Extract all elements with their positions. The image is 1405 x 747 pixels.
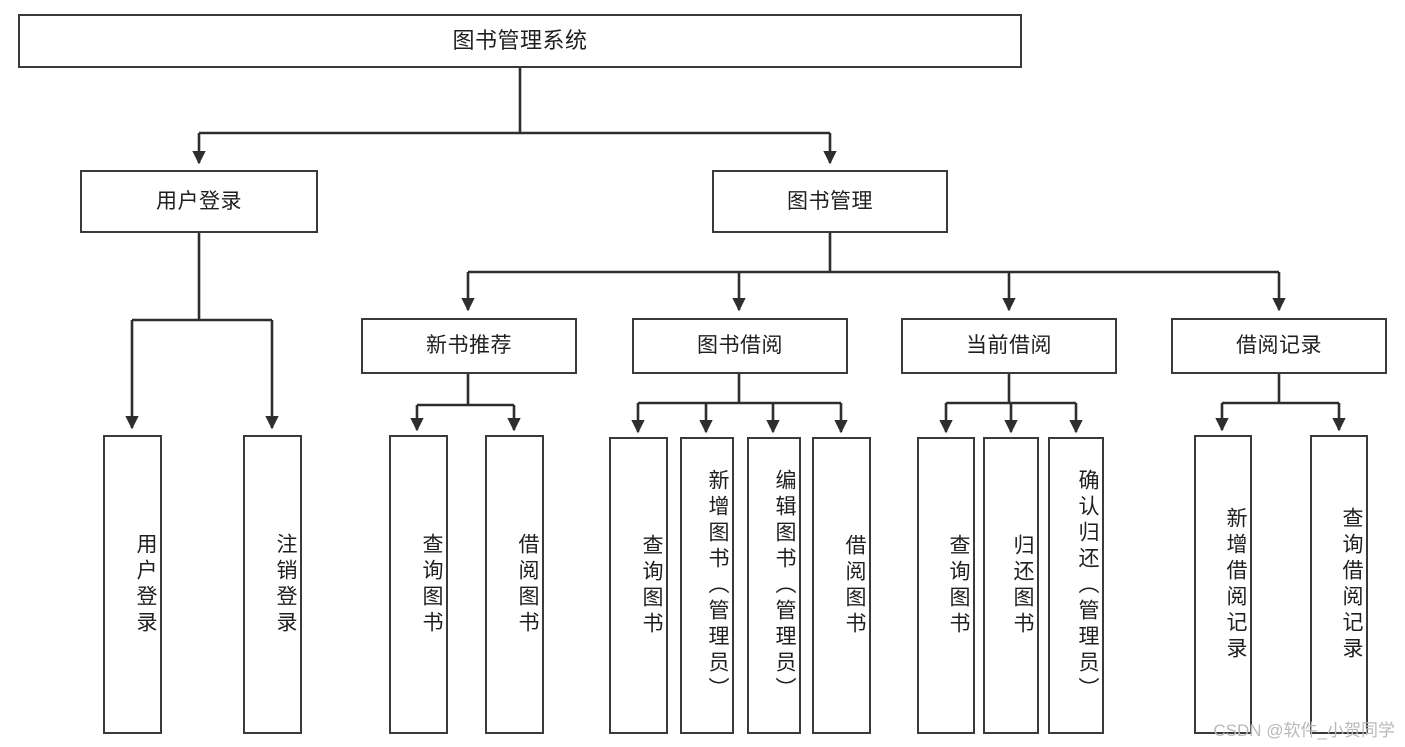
node-label: 图书管理	[787, 189, 873, 213]
node-label: 确认归还（管理员）	[1076, 468, 1099, 703]
node-current-borrow[interactable]: 当前借阅	[901, 318, 1117, 374]
node-label: 用户登录	[156, 189, 242, 213]
leaf-recommend-query-book[interactable]: 查询图书	[389, 435, 448, 734]
leaf-current-return-book[interactable]: 归还图书	[983, 437, 1039, 734]
node-label: 查询借阅记录	[1340, 506, 1363, 663]
leaf-borrow-borrow-book[interactable]: 借阅图书	[812, 437, 871, 734]
node-label: 查询图书	[640, 533, 663, 638]
leaf-user-login-logout[interactable]: 注销登录	[243, 435, 302, 734]
node-label: 图书管理系统	[452, 27, 588, 53]
node-label: 编辑图书（管理员）	[773, 468, 796, 703]
node-user-login[interactable]: 用户登录	[80, 170, 318, 233]
node-label: 新增借阅记录	[1224, 506, 1247, 663]
node-label: 借阅记录	[1236, 334, 1322, 358]
node-label: 新书推荐	[426, 334, 512, 358]
leaf-current-query-book[interactable]: 查询图书	[917, 437, 975, 734]
node-label: 借阅图书	[516, 532, 539, 637]
node-label: 查询图书	[947, 533, 970, 638]
leaf-borrow-edit-book-admin[interactable]: 编辑图书（管理员）	[747, 437, 801, 734]
node-label: 用户登录	[134, 532, 157, 637]
node-label: 当前借阅	[966, 334, 1052, 358]
node-label: 借阅图书	[843, 533, 866, 638]
leaf-borrow-add-book-admin[interactable]: 新增图书（管理员）	[680, 437, 734, 734]
node-book-borrow[interactable]: 图书借阅	[632, 318, 848, 374]
leaf-recommend-borrow-book[interactable]: 借阅图书	[485, 435, 544, 734]
leaf-record-add-record[interactable]: 新增借阅记录	[1194, 435, 1252, 734]
leaf-borrow-query-book[interactable]: 查询图书	[609, 437, 668, 734]
node-root-book-management-system[interactable]: 图书管理系统	[18, 14, 1022, 68]
node-label: 新增图书（管理员）	[706, 468, 729, 703]
leaf-user-login-login[interactable]: 用户登录	[103, 435, 162, 734]
node-book-management[interactable]: 图书管理	[712, 170, 948, 233]
leaf-record-query-record[interactable]: 查询借阅记录	[1310, 435, 1368, 734]
node-label: 注销登录	[274, 532, 297, 637]
leaf-current-confirm-return-admin[interactable]: 确认归还（管理员）	[1048, 437, 1104, 734]
node-label: 归还图书	[1011, 533, 1034, 638]
node-label: 查询图书	[420, 532, 443, 637]
csdn-watermark: CSDN @软件_小贺同学	[1213, 721, 1395, 740]
node-label: 图书借阅	[697, 334, 783, 358]
node-new-book-recommend[interactable]: 新书推荐	[361, 318, 577, 374]
node-borrow-record[interactable]: 借阅记录	[1171, 318, 1387, 374]
